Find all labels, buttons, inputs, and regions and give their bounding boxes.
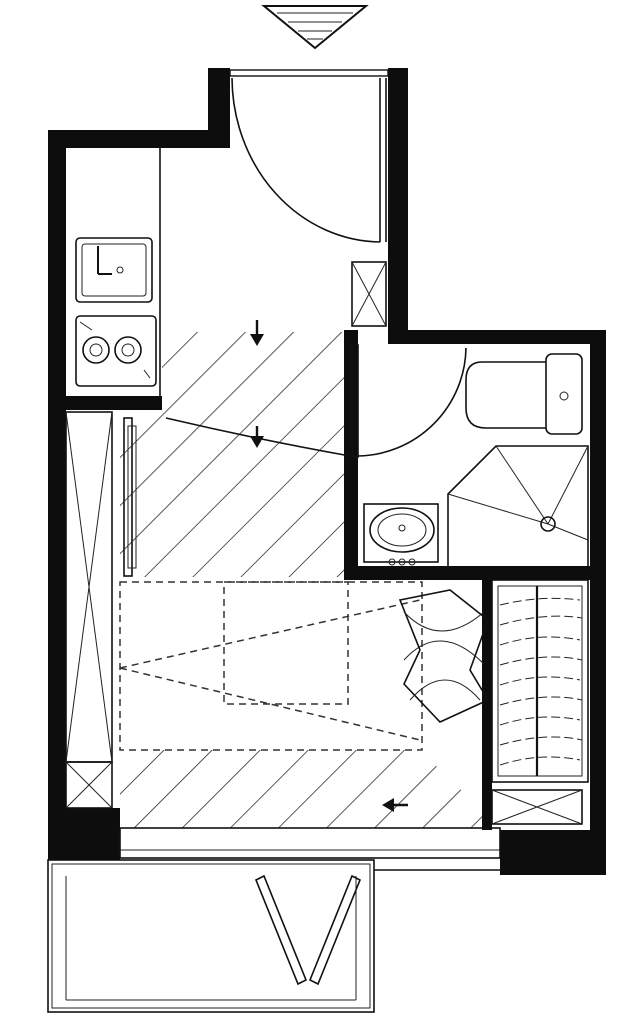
wardrobe — [491, 579, 589, 825]
balcony-door — [254, 874, 362, 986]
burner-icon — [114, 336, 142, 364]
arrow-down-icon — [250, 426, 264, 448]
fold-down-bed — [119, 581, 490, 751]
washbasin-icon — [363, 503, 439, 566]
pillow-icon — [398, 589, 490, 723]
two-burner-cooktop — [75, 315, 157, 387]
arrow-left-icon — [382, 798, 408, 812]
entry-cupboard — [351, 261, 387, 327]
balcony — [47, 859, 500, 1013]
north-arrow-icon — [261, 5, 369, 50]
toilet-icon — [465, 353, 583, 435]
exterior-walls — [48, 68, 606, 875]
shower-icon — [447, 445, 589, 566]
burner-icon — [82, 336, 110, 364]
entry-door — [229, 69, 389, 243]
kitchenette — [75, 148, 161, 396]
left-cabinet — [65, 411, 113, 809]
kitchen-sink — [75, 237, 153, 303]
arrow-down-icon — [250, 320, 264, 346]
bathroom — [351, 344, 590, 566]
window-sill — [119, 827, 501, 859]
